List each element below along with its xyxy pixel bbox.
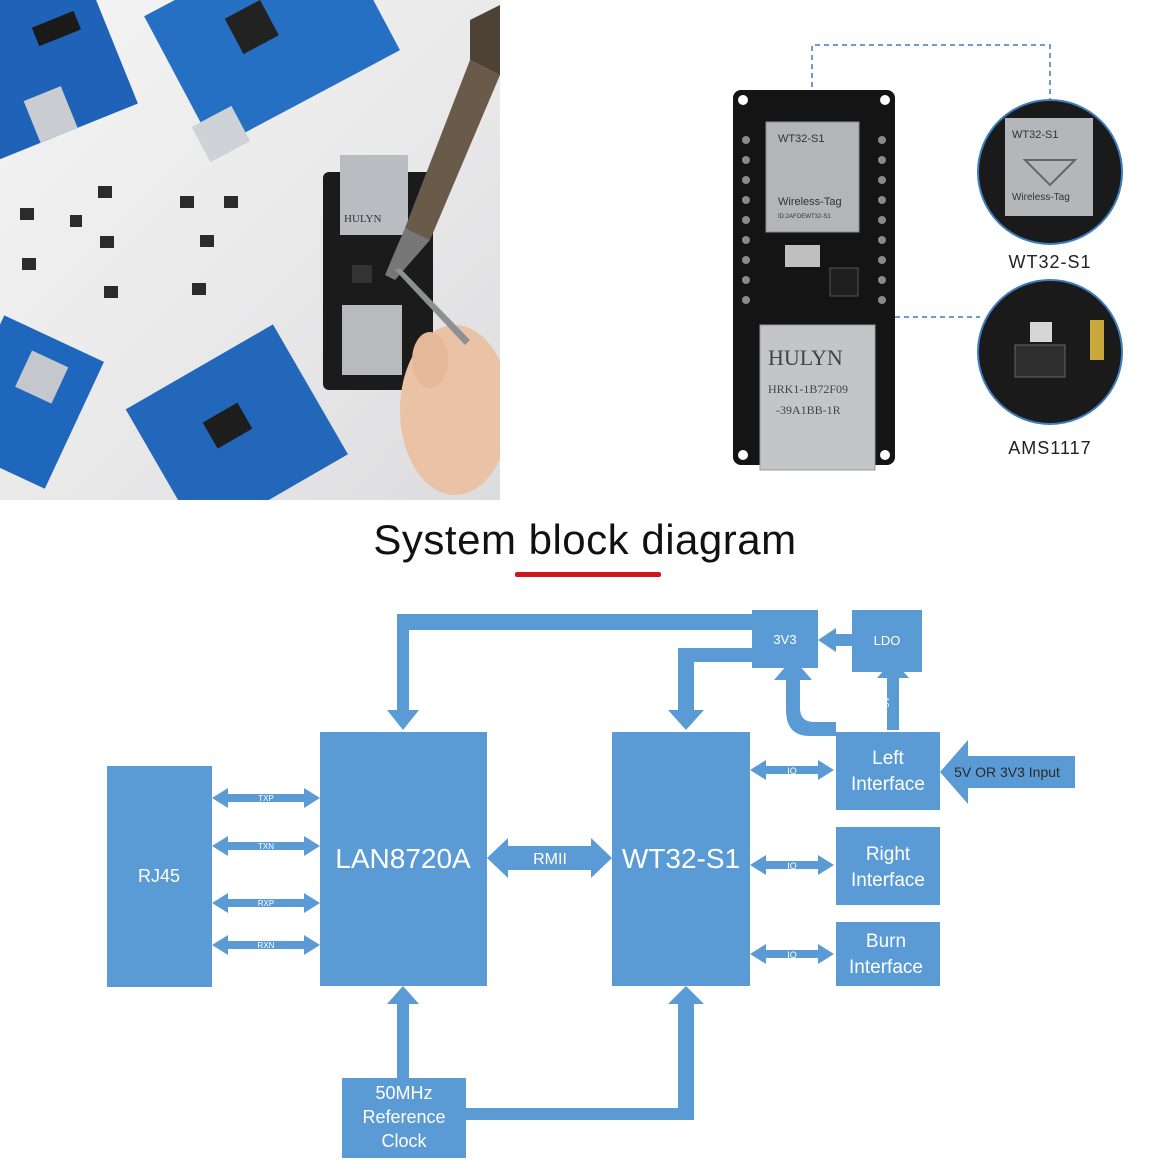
label-left-interface-1: Left	[872, 748, 904, 769]
arrow-left-to-3v3	[774, 658, 836, 736]
zoom-circle-regulator	[977, 279, 1123, 425]
label-lan8720a: LAN8720A	[335, 843, 471, 874]
blue-board-bottom-center	[125, 324, 348, 500]
arrow-rxp	[212, 893, 320, 913]
jack-part-number-2: -39A1BB-1R	[776, 403, 841, 417]
wt32-eth01-board: WT32-S1 Wireless-Tag ID:2AFOEWT32-S1 HUL…	[733, 90, 895, 471]
label-rxn: RXN	[258, 941, 275, 950]
zoom-module-print: WT32-S1	[1012, 129, 1058, 141]
jack-part-number-1: HRK1-1B72F09	[768, 382, 848, 396]
arrow-3v3-to-lan	[387, 614, 752, 730]
label-burn-interface-2: Interface	[849, 957, 923, 978]
arrow-power-input	[940, 740, 1075, 804]
functional-blocks	[107, 610, 940, 1158]
label-clock-1: 50MHz	[375, 1083, 432, 1103]
label-3v3-rail: 3V3	[801, 700, 811, 716]
label-rmii: RMII	[533, 851, 567, 868]
label-right-interface-1: Right	[866, 844, 911, 865]
scattered-components	[20, 186, 238, 298]
product-photo-soldering: HULYN	[0, 0, 500, 500]
arrow-clock-to-lan	[387, 986, 419, 1078]
product-photo-callouts: WT32-S1 Wireless-Tag ID:2AFOEWT32-S1 HUL…	[500, 0, 1170, 500]
title-underline	[515, 572, 661, 577]
module-print-model: WT32-S1	[778, 133, 824, 145]
block-3v3	[752, 610, 818, 668]
label-io-burn: IO	[787, 950, 797, 960]
block-ldo	[852, 610, 922, 672]
arrow-rxn	[212, 935, 320, 955]
arrow-3v3-to-wt32	[668, 648, 752, 730]
label-left-interface-2: Interface	[851, 774, 925, 795]
label-io-right: IO	[787, 861, 797, 871]
arrow-txn	[212, 836, 320, 856]
label-burn-interface-1: Burn	[866, 931, 906, 952]
black-module-board: HULYN	[323, 155, 433, 390]
block-reference-clock	[342, 1078, 466, 1158]
soldering-iron	[385, 5, 500, 280]
label-rj45: RJ45	[138, 866, 180, 886]
jack-brand-photo2: HULYN	[768, 345, 843, 370]
block-lan8720a	[320, 732, 487, 986]
signal-labels: TXP TXN RXP RXN RMII IO IO IO 3V3 5V	[258, 696, 891, 960]
signal-arrows	[212, 614, 1075, 1120]
block-labels: RJ45 LAN8720A WT32-S1 3V3 LDO Left Inter…	[138, 632, 925, 1151]
label-power-input: 5V OR 3V3 Input	[954, 764, 1060, 780]
block-burn-interface	[836, 922, 940, 986]
regulator-callout-label: AMS1117	[1008, 438, 1091, 458]
block-rj45	[107, 766, 212, 987]
arrow-rmii	[487, 838, 612, 878]
module-callout-label: WT32-S1	[1008, 252, 1091, 272]
label-clock-2: Reference	[362, 1107, 445, 1127]
label-rxp: RXP	[258, 899, 274, 908]
zoom-module-brand: Wireless-Tag	[1012, 192, 1070, 203]
system-block-diagram: RJ45 LAN8720A WT32-S1 3V3 LDO Left Inter…	[0, 590, 1170, 1170]
section-heading: System block diagram	[0, 510, 1170, 580]
module-print-id: ID:2AFOEWT32-S1	[778, 214, 831, 220]
zoom-circle-module: WT32-S1 Wireless-Tag	[977, 99, 1123, 245]
jack-brand-photo1: HULYN	[344, 213, 381, 225]
label-txp: TXP	[258, 794, 274, 803]
arrow-clock-to-wt32	[466, 986, 704, 1120]
hand-with-tweezers	[395, 268, 500, 495]
arrow-io-left	[750, 760, 834, 780]
arrow-io-burn	[750, 944, 834, 964]
section-title: System block diagram	[373, 516, 797, 563]
label-wt32-s1: WT32-S1	[622, 843, 740, 874]
arrow-left-to-ldo	[877, 660, 909, 730]
block-wt32-s1	[612, 732, 750, 986]
arrow-ldo-to-3v3	[818, 628, 852, 652]
arrow-io-right	[750, 855, 834, 875]
callout-dashed-lines	[811, 44, 1051, 318]
label-clock-3: Clock	[381, 1131, 427, 1151]
label-right-interface-2: Interface	[851, 870, 925, 891]
board-callout-illustration: WT32-S1 Wireless-Tag ID:2AFOEWT32-S1 HUL…	[733, 44, 1123, 471]
block-diagram-canvas: RJ45 LAN8720A WT32-S1 3V3 LDO Left Inter…	[107, 610, 1075, 1158]
label-3v3: 3V3	[773, 632, 796, 647]
label-txn: TXN	[258, 842, 274, 851]
blue-board-bottom-left	[0, 315, 104, 489]
blue-board-top-left	[0, 0, 138, 160]
blue-board-top-center	[144, 0, 400, 163]
block-right-interface	[836, 827, 940, 905]
block-left-interface	[836, 732, 940, 810]
label-5v-rail: 5V	[881, 696, 891, 707]
label-io-left: IO	[787, 766, 797, 776]
soldering-scene-illustration: HULYN	[0, 0, 500, 500]
arrow-txp	[212, 788, 320, 808]
label-ldo: LDO	[874, 633, 901, 648]
module-print-brand: Wireless-Tag	[778, 196, 842, 208]
